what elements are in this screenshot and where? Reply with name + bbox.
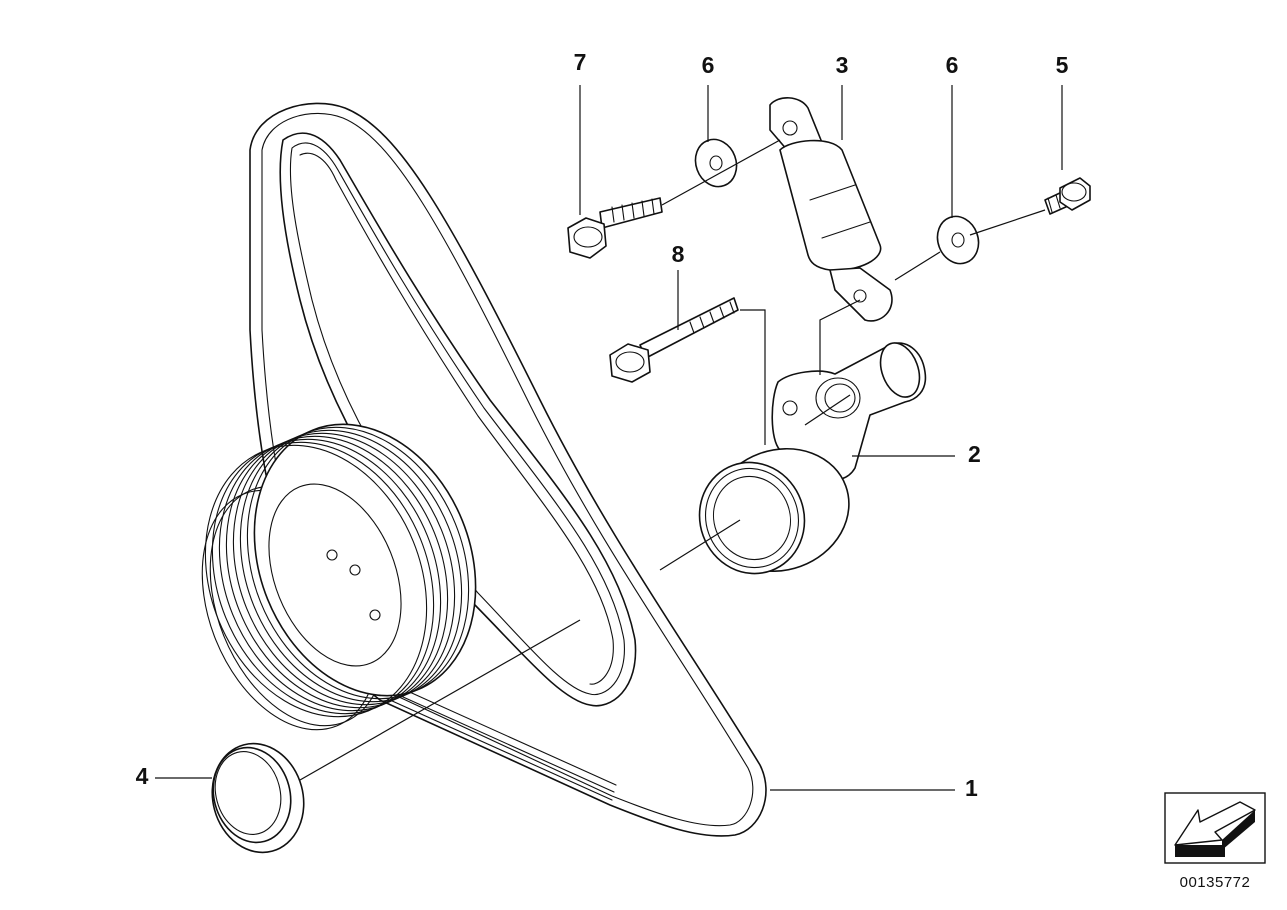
callout-7: 7 — [574, 49, 587, 75]
callout-8: 8 — [672, 241, 685, 267]
bolt-7 — [567, 197, 663, 259]
callout-4: 4 — [136, 763, 149, 789]
crankshaft-pulley — [201, 423, 477, 731]
callout-6-right: 6 — [946, 52, 959, 78]
callout-2: 2 — [968, 441, 981, 467]
washer-right — [936, 215, 980, 265]
callout-5: 5 — [1056, 52, 1069, 78]
bolt-8 — [609, 297, 739, 383]
document-number: 00135772 — [1180, 874, 1251, 891]
arrow-icon — [1174, 801, 1256, 846]
callout-3: 3 — [836, 52, 849, 78]
callout-leaders — [155, 85, 1063, 791]
callout-1: 1 — [965, 775, 978, 801]
idler-pulley — [211, 742, 305, 854]
orientation-badge — [1164, 792, 1266, 864]
belt-tensioner — [698, 342, 927, 575]
washer-left — [694, 138, 738, 188]
assembly-lines — [299, 139, 1046, 781]
bolt-5 — [1044, 177, 1091, 215]
hydraulic-damper — [769, 97, 893, 322]
callout-6-left: 6 — [702, 52, 715, 78]
